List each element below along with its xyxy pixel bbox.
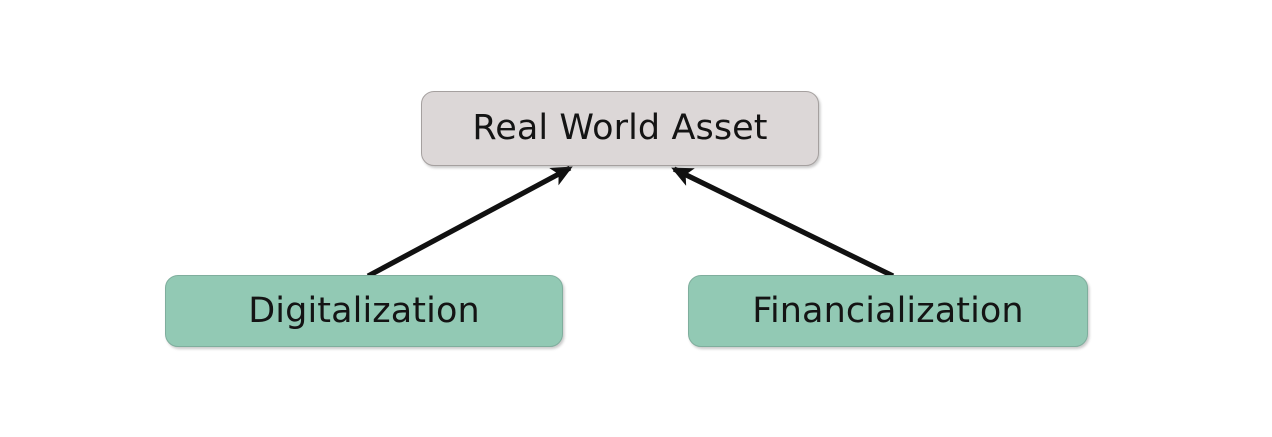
node-label-real-world-asset: Real World Asset xyxy=(472,108,768,148)
edge-financialization-to-root xyxy=(671,166,895,279)
edge-digitalization-to-root xyxy=(366,165,573,279)
node-digitalization[interactable]: Digitalization xyxy=(165,275,563,347)
node-label-financialization: Financialization xyxy=(752,290,1024,331)
node-label-digitalization: Digitalization xyxy=(248,290,480,331)
node-financialization[interactable]: Financialization xyxy=(688,275,1088,347)
node-real-world-asset[interactable]: Real World Asset xyxy=(421,91,819,166)
